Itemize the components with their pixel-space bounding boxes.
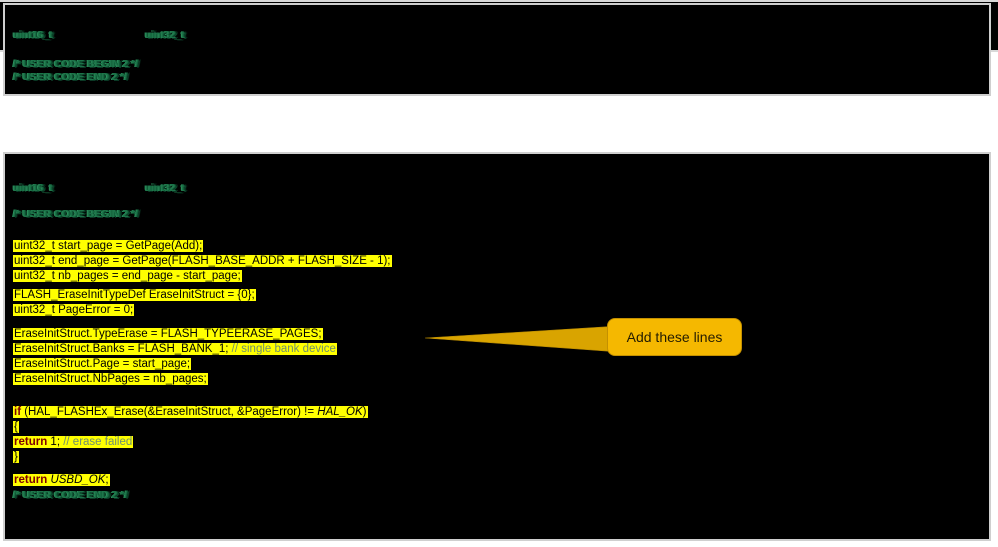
code-token: EraseInitStruct.NbPages = nb_pages; (14, 373, 207, 385)
highlighted-code: if (HAL_FLASHEx_Erase(&EraseInitStruct, … (13, 406, 368, 418)
code-token: uint32_t nb_pages = end_page - start_pag… (14, 270, 241, 282)
code-token: { (14, 421, 18, 433)
highlighted-code: uint32_t PageError = 0; (13, 304, 135, 316)
callout-bubble[interactable]: Add these lines (607, 318, 742, 356)
page-calculation-block[interactable]: uint32_t start_page = GetPage(Add); uint3… (13, 238, 392, 283)
ghost-code-line: uint32_t (145, 182, 185, 194)
highlighted-code: return USBD_OK; (13, 474, 110, 486)
code-line[interactable]: uint32_t start_page = GetPage(Add); (13, 238, 392, 253)
ghost-code-line: /* USER CODE BEGIN 2 */ (13, 208, 138, 220)
code-line[interactable]: uint32_t PageError = 0; (13, 302, 256, 317)
ghost-code-line: /* USER CODE BEGIN 2 */ (13, 58, 138, 70)
code-token: EraseInitStruct.Banks = FLASH_BANK_1; (14, 343, 232, 355)
highlighted-code: EraseInitStruct.TypeErase = FLASH_TYPEER… (13, 328, 323, 340)
callout-group: Add these lines (420, 312, 750, 364)
bottom-code-panel: uint16_t uint32_t /* USER CODE BEGIN 2 */ /… (3, 152, 991, 541)
highlighted-code: EraseInitStruct.Banks = FLASH_BANK_1; //… (13, 343, 337, 355)
code-token: if (14, 406, 22, 418)
highlighted-code: { (13, 421, 19, 433)
highlighted-code: EraseInitStruct.Page = start_page; (13, 358, 192, 370)
code-token: EraseInitStruct.Page = start_page; (14, 358, 191, 370)
highlighted-code: return 1; // erase failed (13, 436, 134, 448)
code-token: ) (362, 406, 367, 418)
erase-struct-declaration-block[interactable]: FLASH_EraseInitTypeDef EraseInitStruct =… (13, 287, 256, 317)
code-token: return (14, 474, 48, 486)
ghost-code-line: uint16_t (13, 182, 53, 194)
highlighted-code: uint32_t end_page = GetPage(FLASH_BASE_A… (13, 255, 392, 267)
ghost-code-line: uint32_t (145, 29, 185, 41)
code-line[interactable]: } (13, 449, 368, 464)
code-token: HAL_OK (317, 406, 363, 418)
code-token: } (14, 451, 18, 463)
ghost-code-line: /* USER CODE END 2 */ (13, 71, 128, 83)
erase-call-block[interactable]: if (HAL_FLASHEx_Erase(&EraseInitStruct, … (13, 404, 368, 464)
code-token: EraseInitStruct.TypeErase = FLASH_TYPEER… (14, 328, 322, 340)
code-token: uint32_t end_page = GetPage(FLASH_BASE_A… (14, 255, 391, 267)
code-token: return (14, 436, 48, 448)
code-line[interactable]: EraseInitStruct.TypeErase = FLASH_TYPEER… (13, 326, 337, 341)
code-line[interactable]: EraseInitStruct.Banks = FLASH_BANK_1; //… (13, 341, 337, 356)
top-code-panel: uint16_t uint32_t /* USER CODE BEGIN 2 *//… (3, 3, 991, 96)
highlighted-code: EraseInitStruct.NbPages = nb_pages; (13, 373, 208, 385)
top-code-area[interactable]: uint16_t uint32_t /* USER CODE BEGIN 2 *//… (5, 5, 989, 94)
code-token: (HAL_FLASHEx_Erase(&EraseInitStruct, &Pa… (21, 406, 318, 418)
ghost-code-line: /* USER CODE END 2 */ (13, 489, 128, 501)
code-token: // single bank device (231, 343, 336, 355)
code-line[interactable]: uint32_t end_page = GetPage(FLASH_BASE_A… (13, 253, 392, 268)
return-block[interactable]: return USBD_OK; (13, 472, 110, 487)
code-line[interactable]: FLASH_EraseInitTypeDef EraseInitStruct =… (13, 287, 256, 302)
code-line[interactable]: EraseInitStruct.Page = start_page; (13, 356, 337, 371)
code-token: uint32_t start_page = GetPage(Add); (14, 240, 203, 252)
highlighted-code: FLASH_EraseInitTypeDef EraseInitStruct =… (13, 289, 256, 301)
code-line[interactable]: return USBD_OK; (13, 472, 110, 487)
highlighted-code: uint32_t nb_pages = end_page - start_pag… (13, 270, 242, 282)
code-token: 1; (47, 436, 64, 448)
code-token: USBD_OK (50, 474, 106, 486)
code-token: uint32_t PageError = 0; (14, 304, 134, 316)
ghost-code-line: uint16_t (13, 29, 53, 41)
code-line[interactable]: if (HAL_FLASHEx_Erase(&EraseInitStruct, … (13, 404, 368, 419)
code-line[interactable]: { (13, 419, 368, 434)
code-token: // erase failed (63, 436, 133, 448)
code-token: ; (105, 474, 109, 486)
bottom-code-area[interactable]: uint16_t uint32_t /* USER CODE BEGIN 2 */ /… (5, 154, 989, 539)
code-line[interactable]: EraseInitStruct.NbPages = nb_pages; (13, 371, 337, 386)
code-line[interactable]: uint32_t nb_pages = end_page - start_pag… (13, 268, 392, 283)
highlighted-code: } (13, 451, 19, 463)
code-token: FLASH_EraseInitTypeDef EraseInitStruct =… (14, 289, 255, 301)
code-line[interactable]: return 1; // erase failed (13, 434, 368, 449)
highlighted-code: uint32_t start_page = GetPage(Add); (13, 240, 204, 252)
callout-label: Add these lines (626, 329, 723, 345)
erase-struct-assignment-block[interactable]: EraseInitStruct.TypeErase = FLASH_TYPEER… (13, 326, 337, 386)
